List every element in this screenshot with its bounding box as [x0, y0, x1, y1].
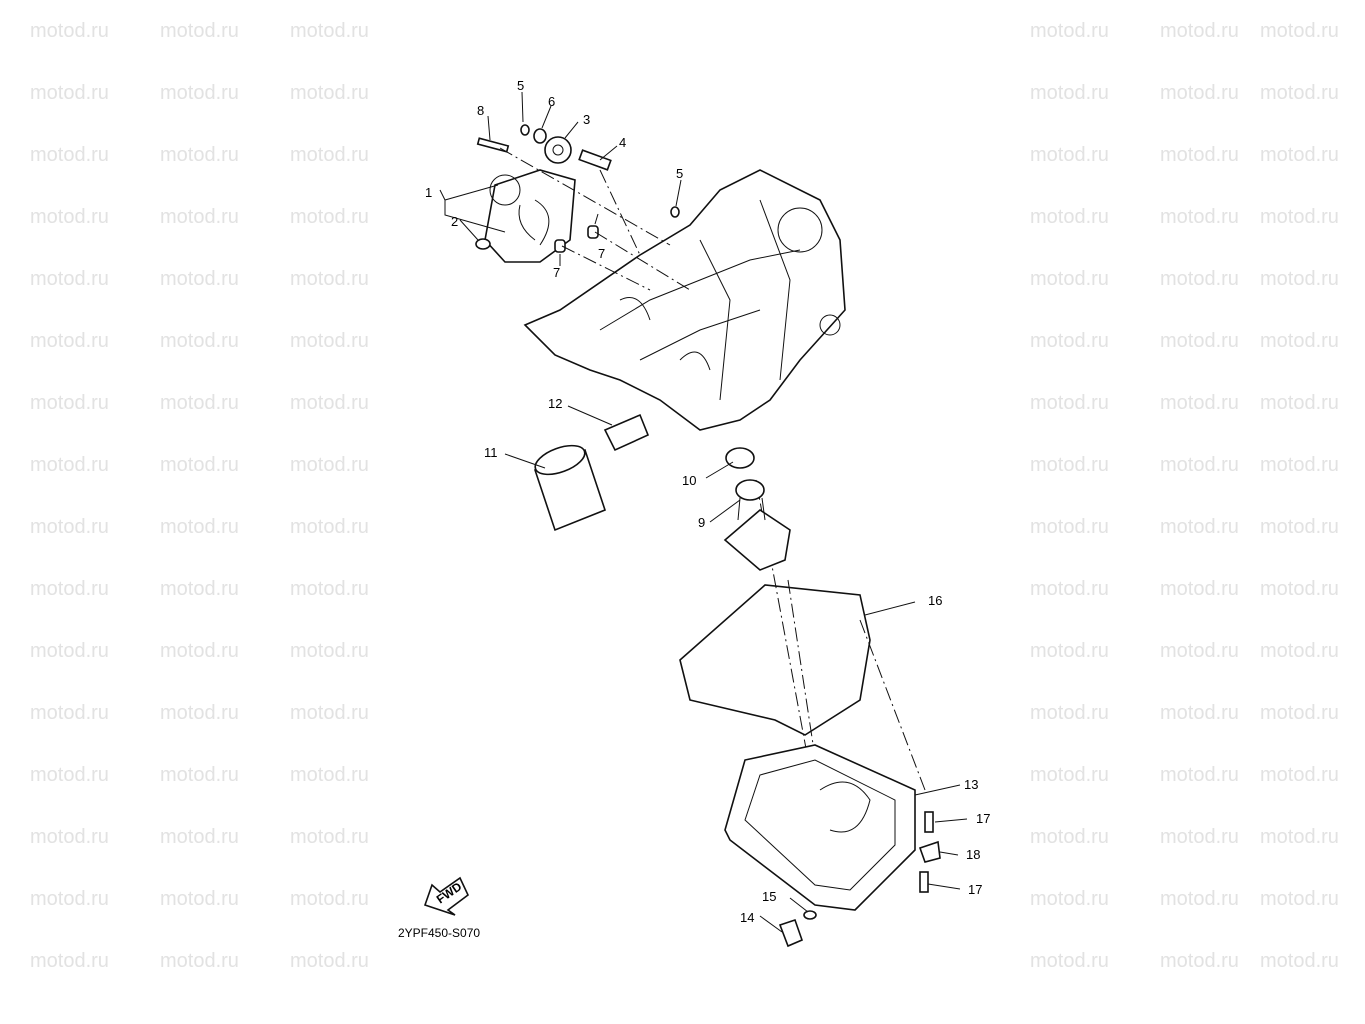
callout-10: 10 [682, 473, 696, 488]
callouts: 1 2 3 4 5 5 6 7 7 8 9 10 11 12 13 14 15 … [425, 78, 990, 925]
oil-pan-gasket [679, 584, 871, 736]
crankcase [523, 169, 846, 431]
callout-11: 11 [484, 445, 498, 460]
callout-5: 5 [517, 78, 524, 93]
callout-8: 8 [477, 103, 484, 118]
callout-17: 17 [976, 811, 990, 826]
callout-2: 2 [451, 214, 458, 229]
callout-18: 18 [966, 847, 980, 862]
callout-3: 3 [583, 112, 590, 127]
fwd-arrow: FWD [423, 876, 470, 916]
callout-7: 7 [553, 265, 560, 280]
union-bolt [603, 413, 650, 452]
callout-14: 14 [740, 910, 754, 925]
oil-filter [534, 444, 606, 532]
callout-9: 9 [698, 515, 705, 530]
oil-pan [724, 744, 916, 911]
o-ring-10 [725, 447, 755, 469]
callout-4: 4 [619, 135, 626, 150]
callout-1: 1 [425, 185, 432, 200]
diagram-code: 2YPF450-S070 [398, 926, 480, 940]
callout-5: 5 [676, 166, 683, 181]
parts-small [475, 124, 680, 253]
callout-15: 15 [762, 889, 776, 904]
callout-16: 16 [928, 593, 942, 608]
callout-12: 12 [548, 396, 562, 411]
oil-strainer [723, 479, 791, 571]
callout-7: 7 [598, 246, 605, 261]
callout-13: 13 [964, 777, 978, 792]
pan-bolts [778, 811, 941, 948]
callout-6: 6 [548, 94, 555, 109]
callout-17: 17 [968, 882, 982, 897]
